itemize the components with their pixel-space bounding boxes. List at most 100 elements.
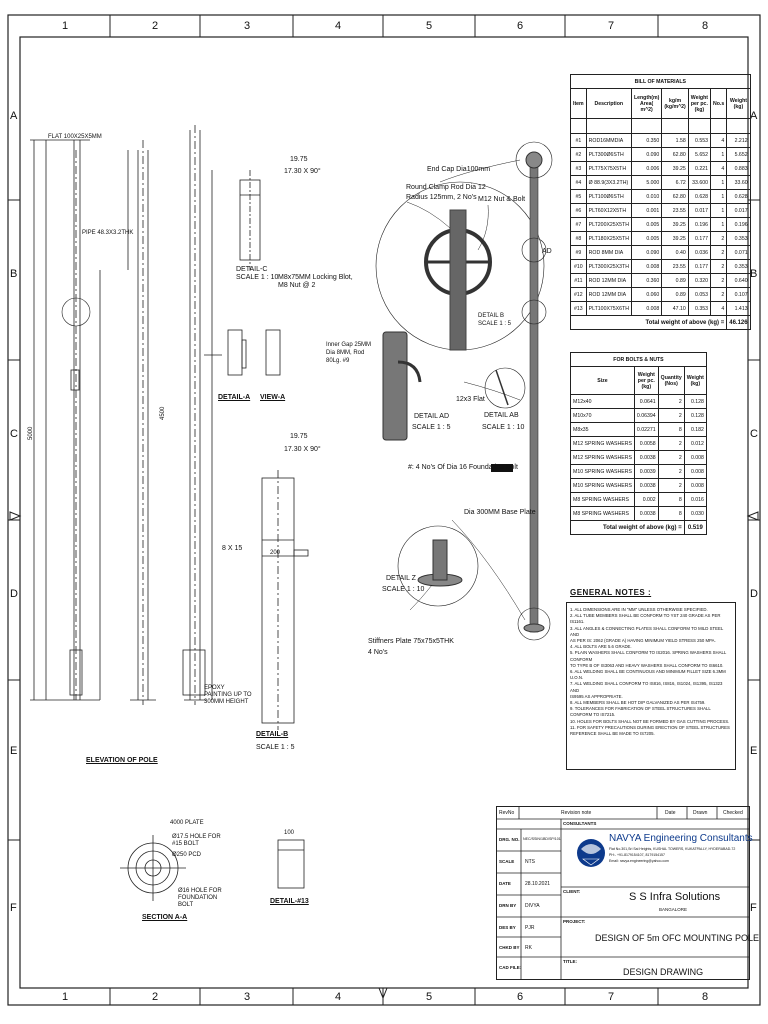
bolts-cell: M8x35 (570, 422, 635, 437)
date-value: 28.10.2021 (525, 881, 551, 887)
detail-ad-title: DETAIL AD (414, 413, 450, 420)
note-line: 2. ALL TUBE MEMBERS SHALL BE CONFORM TO … (570, 613, 721, 625)
zone-letter: E (10, 745, 18, 757)
elevation-title: ELEVATION OF POLE (86, 757, 158, 764)
bom-cell: 0.553 (687, 133, 711, 148)
bom-cell: 62.80 (661, 147, 689, 162)
bom-cell: 0.40 (661, 245, 689, 260)
detail-c-title: DETAIL-C (236, 266, 268, 273)
drawn-header: Drawn (693, 810, 708, 816)
bom-cell: #4 (570, 175, 587, 190)
bom-cell: ROD 8MM DIA (585, 245, 632, 260)
drawing-title: DESIGN DRAWING (623, 967, 704, 977)
bolts-cell: 2 (657, 478, 685, 493)
bom-cell: 4 (709, 301, 728, 316)
bom-header: Length(m) Area( m^2) (630, 88, 663, 119)
zone-letter: F (750, 902, 757, 914)
scale-value: NTS (525, 859, 535, 865)
zone-number: 2 (152, 991, 159, 1003)
bolts-header: Weight (kg) (683, 366, 707, 395)
bom-cell: 0.008 (630, 301, 663, 316)
bolts-cell: M10 SPRING WASHERS (570, 478, 635, 493)
detail-ad-scale: SCALE 1 : 5 (412, 424, 451, 431)
bolts-cell: 0.128 (683, 394, 707, 409)
bolts-cell: 0.008 (683, 478, 707, 493)
bom-cell: 0.353 (726, 231, 751, 246)
note-line: 11. FOR SAFETY PRECAUTIONS DURING ERECTI… (570, 724, 730, 730)
bom-cell: 0.353 (687, 301, 711, 316)
zone-number: 3 (244, 20, 251, 32)
detail-z-scale: SCALE 1 : 10 (382, 586, 425, 593)
drg-no-label: DRG. NO. (499, 837, 520, 842)
bom-cell: 39.25 (661, 161, 689, 176)
view-a-title: VIEW-A (260, 394, 286, 401)
bom-cell: 2 (709, 273, 728, 288)
m8-locking-label: M8x75MM Locking Blot, (278, 274, 353, 281)
bom-cell: 0.89 (661, 287, 689, 302)
bolts-cell: 0.06394 (633, 408, 659, 423)
foundation-bolt-label: #: 4 No's Of Dia 16 Foundation Bolt (408, 464, 518, 471)
bom-cell: 0.883 (726, 161, 751, 176)
bom-cell: 0.89 (661, 273, 689, 288)
bolts-cell: 0.008 (683, 450, 707, 465)
bom-cell: #9 (570, 245, 587, 260)
zone-number: 8 (702, 991, 709, 1003)
drawn-by-value: DIVYA (525, 903, 540, 909)
client-city: BANGALORE (659, 907, 688, 912)
rod-no-label: 80Lg. #9 (326, 358, 350, 364)
bom-cell: 0.196 (687, 217, 711, 232)
note-line: 10. HOLES FOR BOLTS SHALL NOT BE FORMED … (570, 718, 730, 724)
round-clamp-label: Round Clamp Rod Dia 12 (406, 184, 486, 191)
zone-letter: D (10, 588, 18, 600)
zone-number: 5 (426, 991, 433, 1003)
dim-17-30-b: 17.30 X 90° (284, 446, 321, 453)
bom-cell: 4 (709, 133, 728, 148)
section-plate-label: 4000 PLATE (170, 820, 204, 826)
bom-cell: 0.177 (687, 231, 711, 246)
revision-note-header: Revision note (561, 810, 592, 816)
bom-cell: PLT60X12X5TH (585, 203, 632, 218)
zone-number: 7 (608, 20, 615, 32)
bom-cell: #1 (570, 133, 587, 148)
zone-letter: B (10, 268, 18, 280)
zone-number: 4 (335, 991, 342, 1003)
drawn-by-label: DRN BY (499, 903, 517, 908)
bom-cell: 47.10 (661, 301, 689, 316)
bolts-cell: M8 SPRING WASHERS (570, 506, 635, 521)
bom-cell: 33.60 (726, 175, 751, 190)
bolts-title: FOR BOLTS & NUTS (570, 352, 707, 367)
company-email: Email: navya.engineering@yahoo.com (609, 859, 669, 863)
detail-b-3d-scale: SCALE 1 : 5 (478, 321, 512, 327)
bom-cell: 0.353 (726, 259, 751, 274)
pipe-note: PIPE 48.3X3.2THK (82, 230, 134, 236)
bom-cell: #10 (570, 259, 587, 274)
bolts-cell: M12 SPRING WASHERS (570, 450, 635, 465)
bolts-cell: 0.012 (683, 436, 707, 451)
bom-cell: 0.107 (726, 287, 751, 302)
bolts-cell: 0.0058 (633, 436, 659, 451)
general-notes: 1. ALL DIMENSIONS ARE IN "mm" UNLESS OTH… (566, 602, 736, 770)
bom-cell: 0.001 (630, 203, 663, 218)
bolts-cell: 0.0038 (633, 506, 659, 521)
bolts-cell: 0.182 (683, 422, 707, 437)
note-line: 4. ALL BOLTS ARE 5.6 GRADE. (570, 644, 632, 650)
drg-no-value: NEC/SSIN/1BD/SP/101 (523, 837, 561, 841)
bom-cell: 62.80 (661, 189, 689, 204)
bom-header: Description (585, 88, 632, 119)
zone-letter: A (10, 110, 18, 122)
detail-b-scale: SCALE 1 : 5 (256, 744, 295, 751)
bom-header: Weight (kg) (726, 88, 751, 119)
base-plate-label: Dia 300MM Base Plate (464, 509, 536, 516)
bolts-cell: 2 (657, 408, 685, 423)
